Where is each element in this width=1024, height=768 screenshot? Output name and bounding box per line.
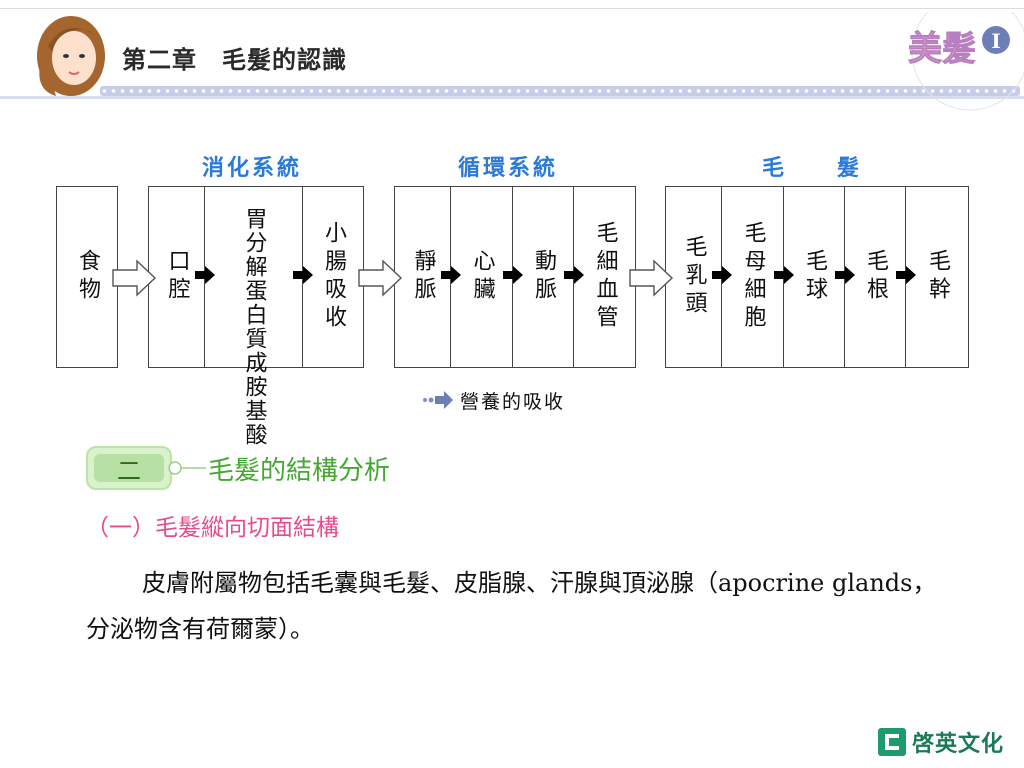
cell-small-intestine: 小腸吸收 [321, 221, 346, 333]
body-paragraph-text: 皮膚附屬物包括毛囊與毛髮、皮脂腺、汗腺與頂泌腺（apocrine glands，… [86, 569, 937, 643]
cell-food: 食物 [75, 249, 100, 305]
publisher-name: 啓英文化 [912, 731, 1005, 757]
body-paragraph: 皮膚附屬物包括毛囊與毛髮、皮脂腺、汗腺與頂泌腺（apocrine glands，… [86, 560, 946, 652]
small-arrow-icon [774, 266, 794, 284]
publisher-mark-icon [878, 728, 906, 756]
publisher-logo: 啓英文化 [878, 726, 1004, 758]
wide-arrow-icon [629, 259, 674, 297]
small-arrow-icon [896, 266, 916, 284]
divider-line [0, 96, 1024, 99]
header-band [0, 8, 1024, 95]
header: 第二章 毛髮的認識 美髮 I [0, 0, 1024, 111]
dotted-divider [100, 86, 1020, 96]
cell-hair-shaft: 毛幹 [925, 249, 950, 305]
category-circulatory: 循環系統 [458, 155, 559, 181]
category-digestive: 消化系統 [202, 155, 303, 181]
category-hair: 毛 髮 [762, 155, 863, 181]
section-title: 毛髮的結構分析 [208, 456, 391, 486]
chapter-title: 第二章 毛髮的認識 [122, 46, 347, 74]
legend-label: 營養的吸收 [460, 390, 566, 413]
small-arrow-icon [441, 266, 461, 284]
logo-emblem: 美髮 I [908, 12, 1024, 111]
avatar-illustration [37, 16, 105, 96]
group-hair: 毛乳頭 毛母細胞 毛球 毛根 毛幹 [665, 186, 969, 368]
cell-matrix-cells: 毛母細胞 [722, 187, 784, 367]
section-number: 二 [94, 454, 164, 485]
small-arrow-icon [835, 266, 855, 284]
section-number-badge: 二 [86, 446, 172, 490]
small-arrow-icon [293, 266, 313, 284]
diagram-legend: 營養的吸收 [422, 386, 565, 414]
small-arrow-icon [503, 266, 523, 284]
wide-arrow-icon [358, 259, 403, 297]
group-food: 食物 [56, 186, 118, 368]
wide-arrow-icon [112, 259, 157, 297]
small-arrow-icon [564, 266, 584, 284]
small-arrow-icon [712, 266, 732, 284]
cell-stomach: 胃分解蛋白質成胺基酸 [205, 187, 303, 447]
group-digestive: 口腔 胃分解蛋白質成胺基酸 小腸吸收 [148, 186, 364, 447]
section-connector-icon [168, 461, 206, 475]
subsection-title: （一）毛髮縱向切面結構 [86, 515, 339, 541]
logo-numeral: I [991, 29, 1000, 53]
logo-text: 美髮 [908, 29, 976, 69]
cell-capillary: 毛細血管 [592, 221, 618, 333]
legend-arrow-icon [423, 391, 453, 409]
small-arrow-icon [195, 266, 215, 284]
